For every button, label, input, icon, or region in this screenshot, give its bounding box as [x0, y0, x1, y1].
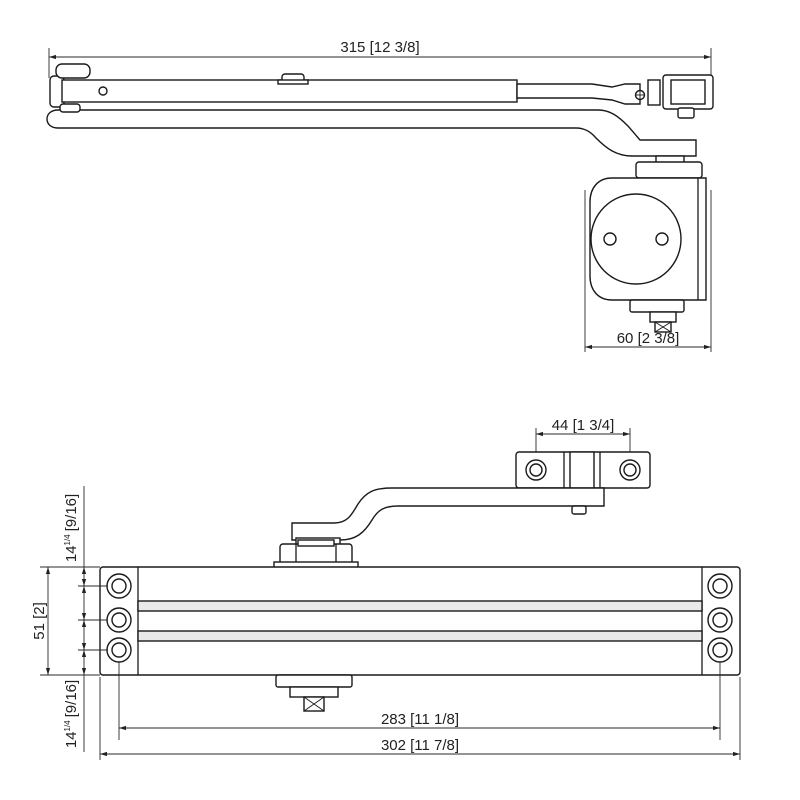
- spindle-bottom: [275, 674, 353, 712]
- shoe-hole-spacing-label: 44 [1 3/4]: [552, 417, 615, 434]
- overall-length-dimension: 315 [12 3/8]: [48, 39, 712, 78]
- front-view: 44 [1 3/4]: [31, 417, 741, 760]
- front-arm: [291, 487, 605, 547]
- hole-offset-dimensions: 141/4[9/16] 141/4[9/16]: [63, 486, 108, 752]
- hole-spacing-dimension: 283 [11 1/8]: [118, 662, 721, 740]
- body-depth-label: 60 [2 3/8]: [617, 330, 680, 347]
- mounting-holes-right: [707, 573, 733, 663]
- spindle-nut-top: [273, 539, 359, 569]
- forearm: [46, 103, 697, 157]
- main-arm: [49, 63, 714, 119]
- mounting-holes-left: [106, 573, 132, 663]
- closer-body-top: [589, 155, 707, 333]
- closer-body-front: [99, 566, 741, 676]
- top-offset-label: 141/4[9/16]: [63, 494, 80, 562]
- arm-shoe: [515, 451, 651, 489]
- overall-width-dimension: 302 [11 7/8]: [99, 677, 741, 760]
- overall-width-label: 302 [11 7/8]: [381, 737, 459, 754]
- body-depth-dimension: 60 [2 3/8]: [584, 190, 712, 352]
- body-height-dimension: 51 [2]: [31, 566, 100, 676]
- hole-spacing-label: 283 [11 1/8]: [381, 711, 459, 728]
- bottom-offset-label: 141/4[9/16]: [63, 680, 80, 748]
- body-height-label: 51 [2]: [31, 602, 48, 640]
- overall-length-label: 315 [12 3/8]: [340, 39, 419, 56]
- top-view: 315 [12 3/8]: [46, 39, 714, 352]
